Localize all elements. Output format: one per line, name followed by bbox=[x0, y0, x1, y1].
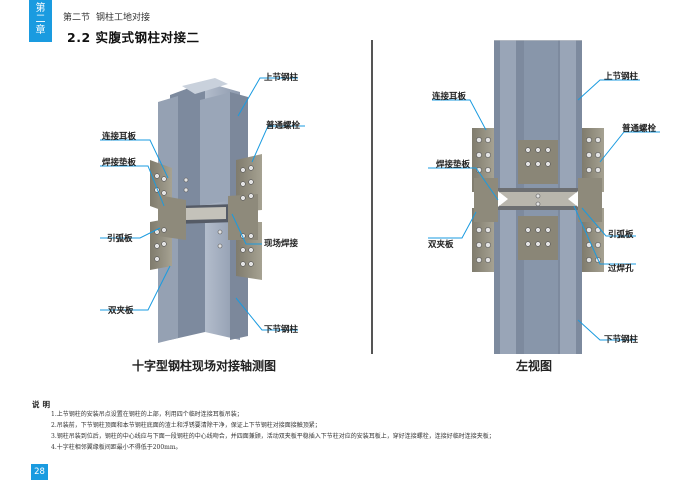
left-figure-caption: 十字型钢柱现场对接轴测图 bbox=[132, 359, 277, 373]
notes-title: 说明 bbox=[32, 400, 53, 409]
label-upper-column: 上节钢柱 bbox=[264, 73, 299, 83]
label-double-clamp-right: 双夹板 bbox=[428, 240, 454, 250]
label-arc-plate: 引弧板 bbox=[107, 234, 133, 244]
note-item: 4.十字柱相邻翼缘板间距最小不得低于200mm。 bbox=[51, 444, 182, 451]
right-side-plates bbox=[472, 128, 604, 272]
label-upper-column-right: 上节钢柱 bbox=[604, 72, 639, 82]
figure-divider bbox=[371, 40, 373, 354]
right-callout-lines bbox=[428, 79, 660, 341]
page-number: 28 bbox=[31, 464, 48, 480]
weld-backing-plate-shape bbox=[186, 207, 226, 220]
label-connect-plate: 连接耳板 bbox=[102, 132, 137, 142]
label-connect-plate-right: 连接耳板 bbox=[432, 92, 467, 102]
right-bolts bbox=[476, 137, 601, 263]
section-breadcrumb: 第二节钢柱工地对接 bbox=[63, 10, 156, 23]
label-field-weld: 现场焊接 bbox=[264, 239, 299, 249]
label-weld-backing: 焊接垫板 bbox=[102, 158, 137, 168]
page-title: 2.2 实腹式钢柱对接二 bbox=[67, 30, 200, 45]
chapter-tab-char: 章 bbox=[35, 25, 46, 36]
chapter-tab-char: 二 bbox=[35, 14, 46, 25]
label-lower-column-right: 下节钢柱 bbox=[604, 335, 639, 345]
notes-list: 1.上节钢柱的安装吊点设置在钢柱的上部，利用四个临时连接耳板吊装； 2.吊装前，… bbox=[51, 409, 495, 453]
note-item: 2.吊装前，下节钢柱顶面和本节钢柱底面的渣土和浮锈要清除干净，保证上下节钢柱对接… bbox=[51, 422, 321, 429]
label-bolt: 普通螺栓 bbox=[266, 121, 301, 131]
chapter-tab-char: 第 bbox=[35, 3, 46, 14]
left-callout-lines bbox=[100, 77, 305, 331]
label-weld-backing-right: 焊接垫板 bbox=[436, 160, 471, 170]
note-item: 3.钢柱吊装到位后，钢柱的中心线应与下面一段钢柱的中心线吻合，并四面兼顾，活动双… bbox=[51, 433, 495, 440]
note-item: 1.上节钢柱的安装吊点设置在钢柱的上部，利用四个临时连接耳板吊装； bbox=[51, 411, 243, 418]
section-number: 第二节 bbox=[63, 13, 91, 23]
section-topic: 钢柱工地对接 bbox=[96, 13, 151, 23]
label-bolt-right: 普通螺栓 bbox=[622, 124, 657, 134]
chapter-tab: 第 二 章 bbox=[29, 0, 52, 42]
right-figure-caption: 左视图 bbox=[516, 359, 553, 373]
label-lower-column: 下节钢柱 bbox=[264, 325, 299, 335]
label-weld-hole-right: 过焊孔 bbox=[608, 264, 634, 274]
label-arc-plate-right: 引弧板 bbox=[608, 230, 634, 240]
label-double-clamp: 双夹板 bbox=[108, 306, 134, 316]
bolts bbox=[154, 165, 254, 267]
